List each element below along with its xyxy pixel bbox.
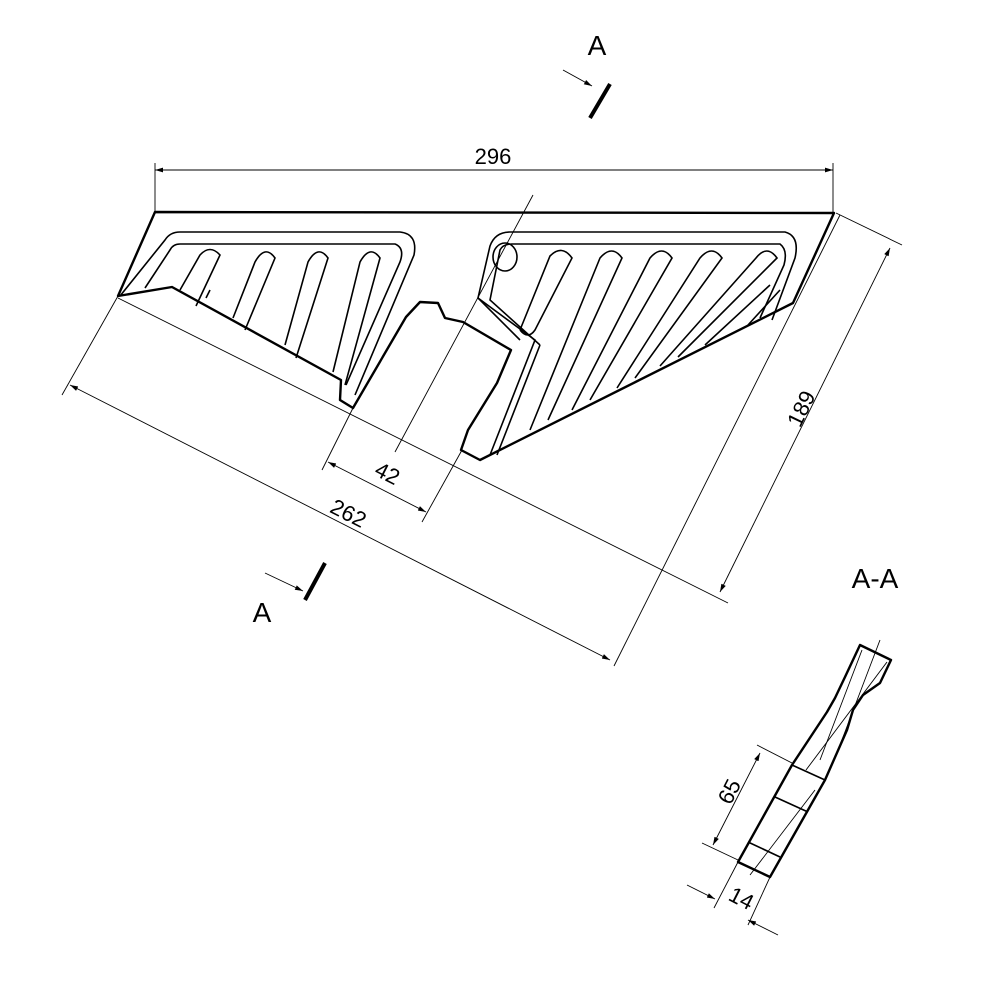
dimension-label-189: 189 [782,387,821,431]
section-label-top: A [588,30,607,61]
dimension-189: 189 [117,212,903,604]
right-slots [519,249,781,431]
section-marker-bottom: A [253,562,327,628]
main-part [116,194,836,462]
left-slots [179,248,381,386]
dimension-296: 296 [154,144,834,213]
dimension-262: 262 [61,214,841,667]
dimension-label-42: 42 [371,457,404,490]
hole [492,242,518,272]
part-outline [116,210,836,462]
dimension-label-14: 14 [725,882,758,915]
right-web-inner [496,344,541,456]
left-pocket-inner [144,243,403,386]
dimension-label-65: 65 [713,775,746,808]
section-title: A-A [852,563,899,594]
section-outline [736,643,893,879]
section-view: 65 14 [686,639,893,936]
left-pocket-outer [119,231,416,396]
dimension-label-296: 296 [475,144,512,169]
section-label-bottom: A [253,597,272,628]
section-marker-top: A [562,30,612,120]
dimension-label-262: 262 [326,494,370,533]
